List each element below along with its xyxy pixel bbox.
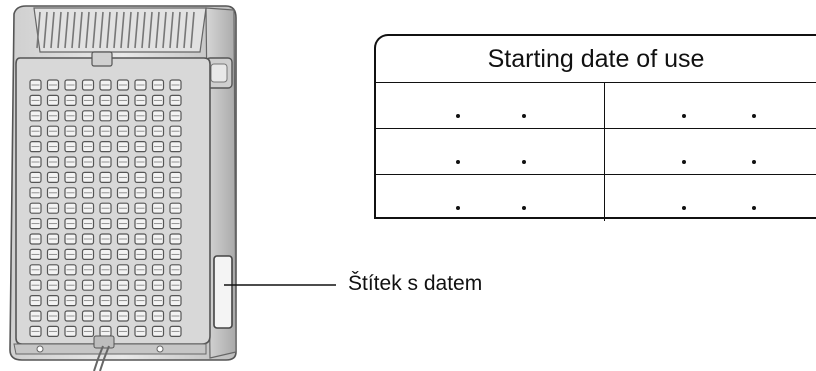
vent-slat: [141, 11, 146, 49]
vent-slat: [190, 11, 195, 49]
vent-slat: [43, 11, 48, 49]
front-grille: [29, 79, 182, 337]
power-cord: [93, 345, 110, 371]
vent-slat: [148, 11, 153, 49]
cord-clip: [93, 335, 115, 349]
top-vent-slats: [36, 11, 195, 49]
vent-slat: [176, 11, 181, 49]
date-label-callout: Štítek s datem: [348, 272, 483, 295]
date-separator-dot: [456, 206, 460, 210]
vent-slat: [85, 11, 90, 49]
vent-slat: [36, 11, 41, 49]
date-card-title: Starting date of use: [487, 45, 705, 73]
date-entry-cell: [605, 129, 816, 175]
date-separator-dot: [456, 114, 460, 118]
date-row: [376, 128, 816, 175]
vent-slat: [106, 11, 111, 49]
date-row: [376, 82, 816, 129]
vent-slat: [134, 11, 139, 49]
date-card: Starting date of use: [374, 34, 816, 221]
date-separator-dot: [522, 160, 526, 164]
date-row: [376, 174, 816, 221]
vent-slat: [183, 11, 188, 49]
vent-slat: [50, 11, 55, 49]
vent-slat: [120, 11, 125, 49]
vent-slat: [57, 11, 62, 49]
date-separator-dot: [682, 206, 686, 210]
date-card-grid: [376, 82, 816, 221]
vent-slat: [92, 11, 97, 49]
vent-slat: [64, 11, 69, 49]
date-separator-dot: [522, 114, 526, 118]
vent-slat: [99, 11, 104, 49]
date-entry-cell: [605, 175, 816, 221]
date-separator-dot: [752, 160, 756, 164]
date-entry-cell: [376, 129, 605, 175]
vent-slat: [127, 11, 132, 49]
panel-tab: [91, 51, 113, 67]
date-label-window: [213, 255, 233, 329]
vent-slat: [113, 11, 118, 49]
date-separator-dot: [752, 206, 756, 210]
date-separator-dot: [752, 114, 756, 118]
date-entry-cell: [605, 83, 816, 129]
vent-slat: [162, 11, 167, 49]
date-separator-dot: [522, 206, 526, 210]
date-entry-cell: [376, 175, 605, 221]
vent-slat: [71, 11, 76, 49]
date-entry-cell: [376, 83, 605, 129]
vent-slat: [78, 11, 83, 49]
date-separator-dot: [682, 114, 686, 118]
date-separator-dot: [456, 160, 460, 164]
date-separator-dot: [682, 160, 686, 164]
vent-slat: [169, 11, 174, 49]
vent-slat: [155, 11, 160, 49]
